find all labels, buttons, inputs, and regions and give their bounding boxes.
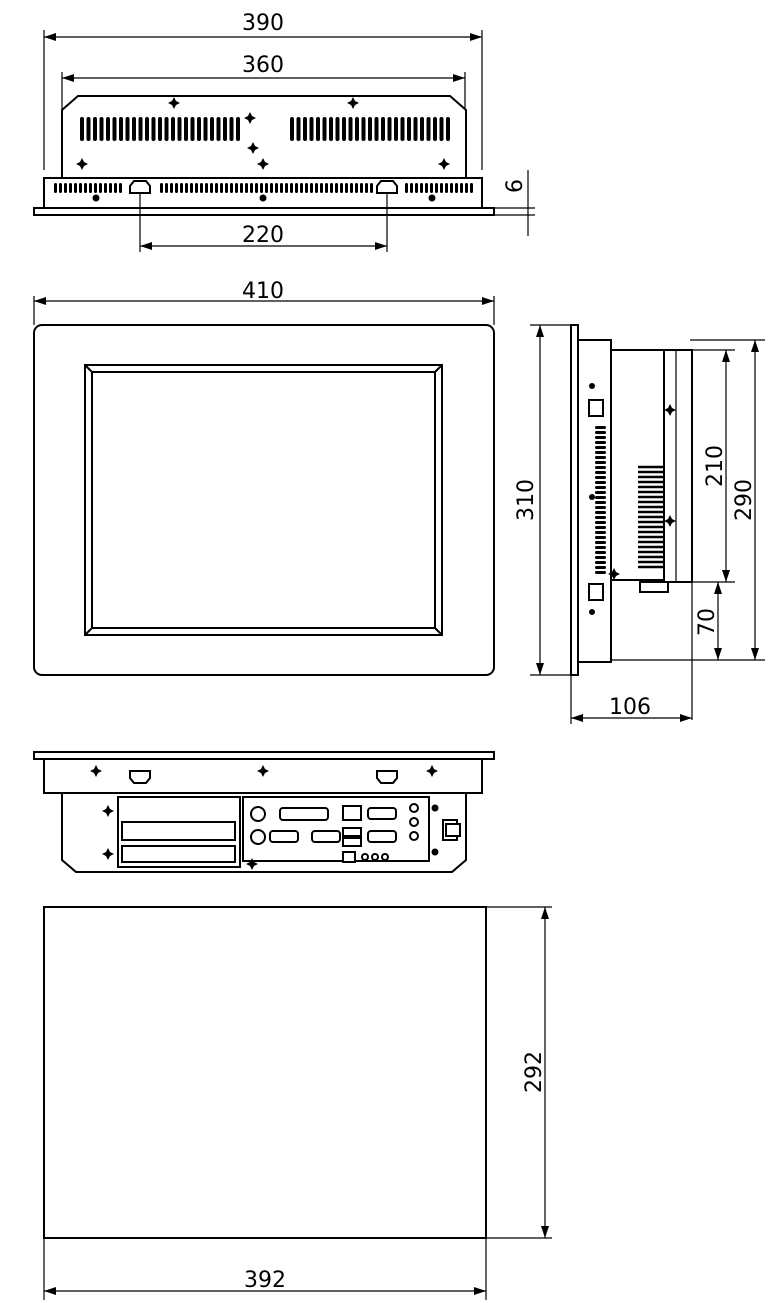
side-heatsink (638, 465, 664, 569)
dim-310: 310 (514, 479, 539, 521)
dim-220: 220 (242, 223, 284, 248)
dim-210: 210 (703, 445, 728, 487)
back-view: 292 392 (43, 906, 552, 1300)
dim-292: 292 (522, 1051, 547, 1093)
top-vents-left (80, 117, 240, 141)
dim-360: 360 (242, 53, 284, 78)
top-vents-right (290, 117, 450, 141)
front-view: 410 (33, 279, 495, 676)
dim-106: 106 (609, 695, 651, 720)
top-view: 390 360 (33, 11, 535, 252)
bottom-view (33, 751, 495, 873)
dim-410: 410 (242, 279, 284, 304)
side-vents (595, 426, 606, 574)
dim-390: 390 (242, 11, 284, 36)
top-vents-bottom (54, 183, 473, 193)
dim-392: 392 (244, 1268, 286, 1293)
dim-290: 290 (732, 479, 757, 521)
dim-6: 6 (503, 179, 528, 193)
top-mount-crosses (76, 97, 450, 170)
dim-70: 70 (695, 608, 720, 636)
side-view: 310 210 290 70 106 (514, 324, 765, 724)
